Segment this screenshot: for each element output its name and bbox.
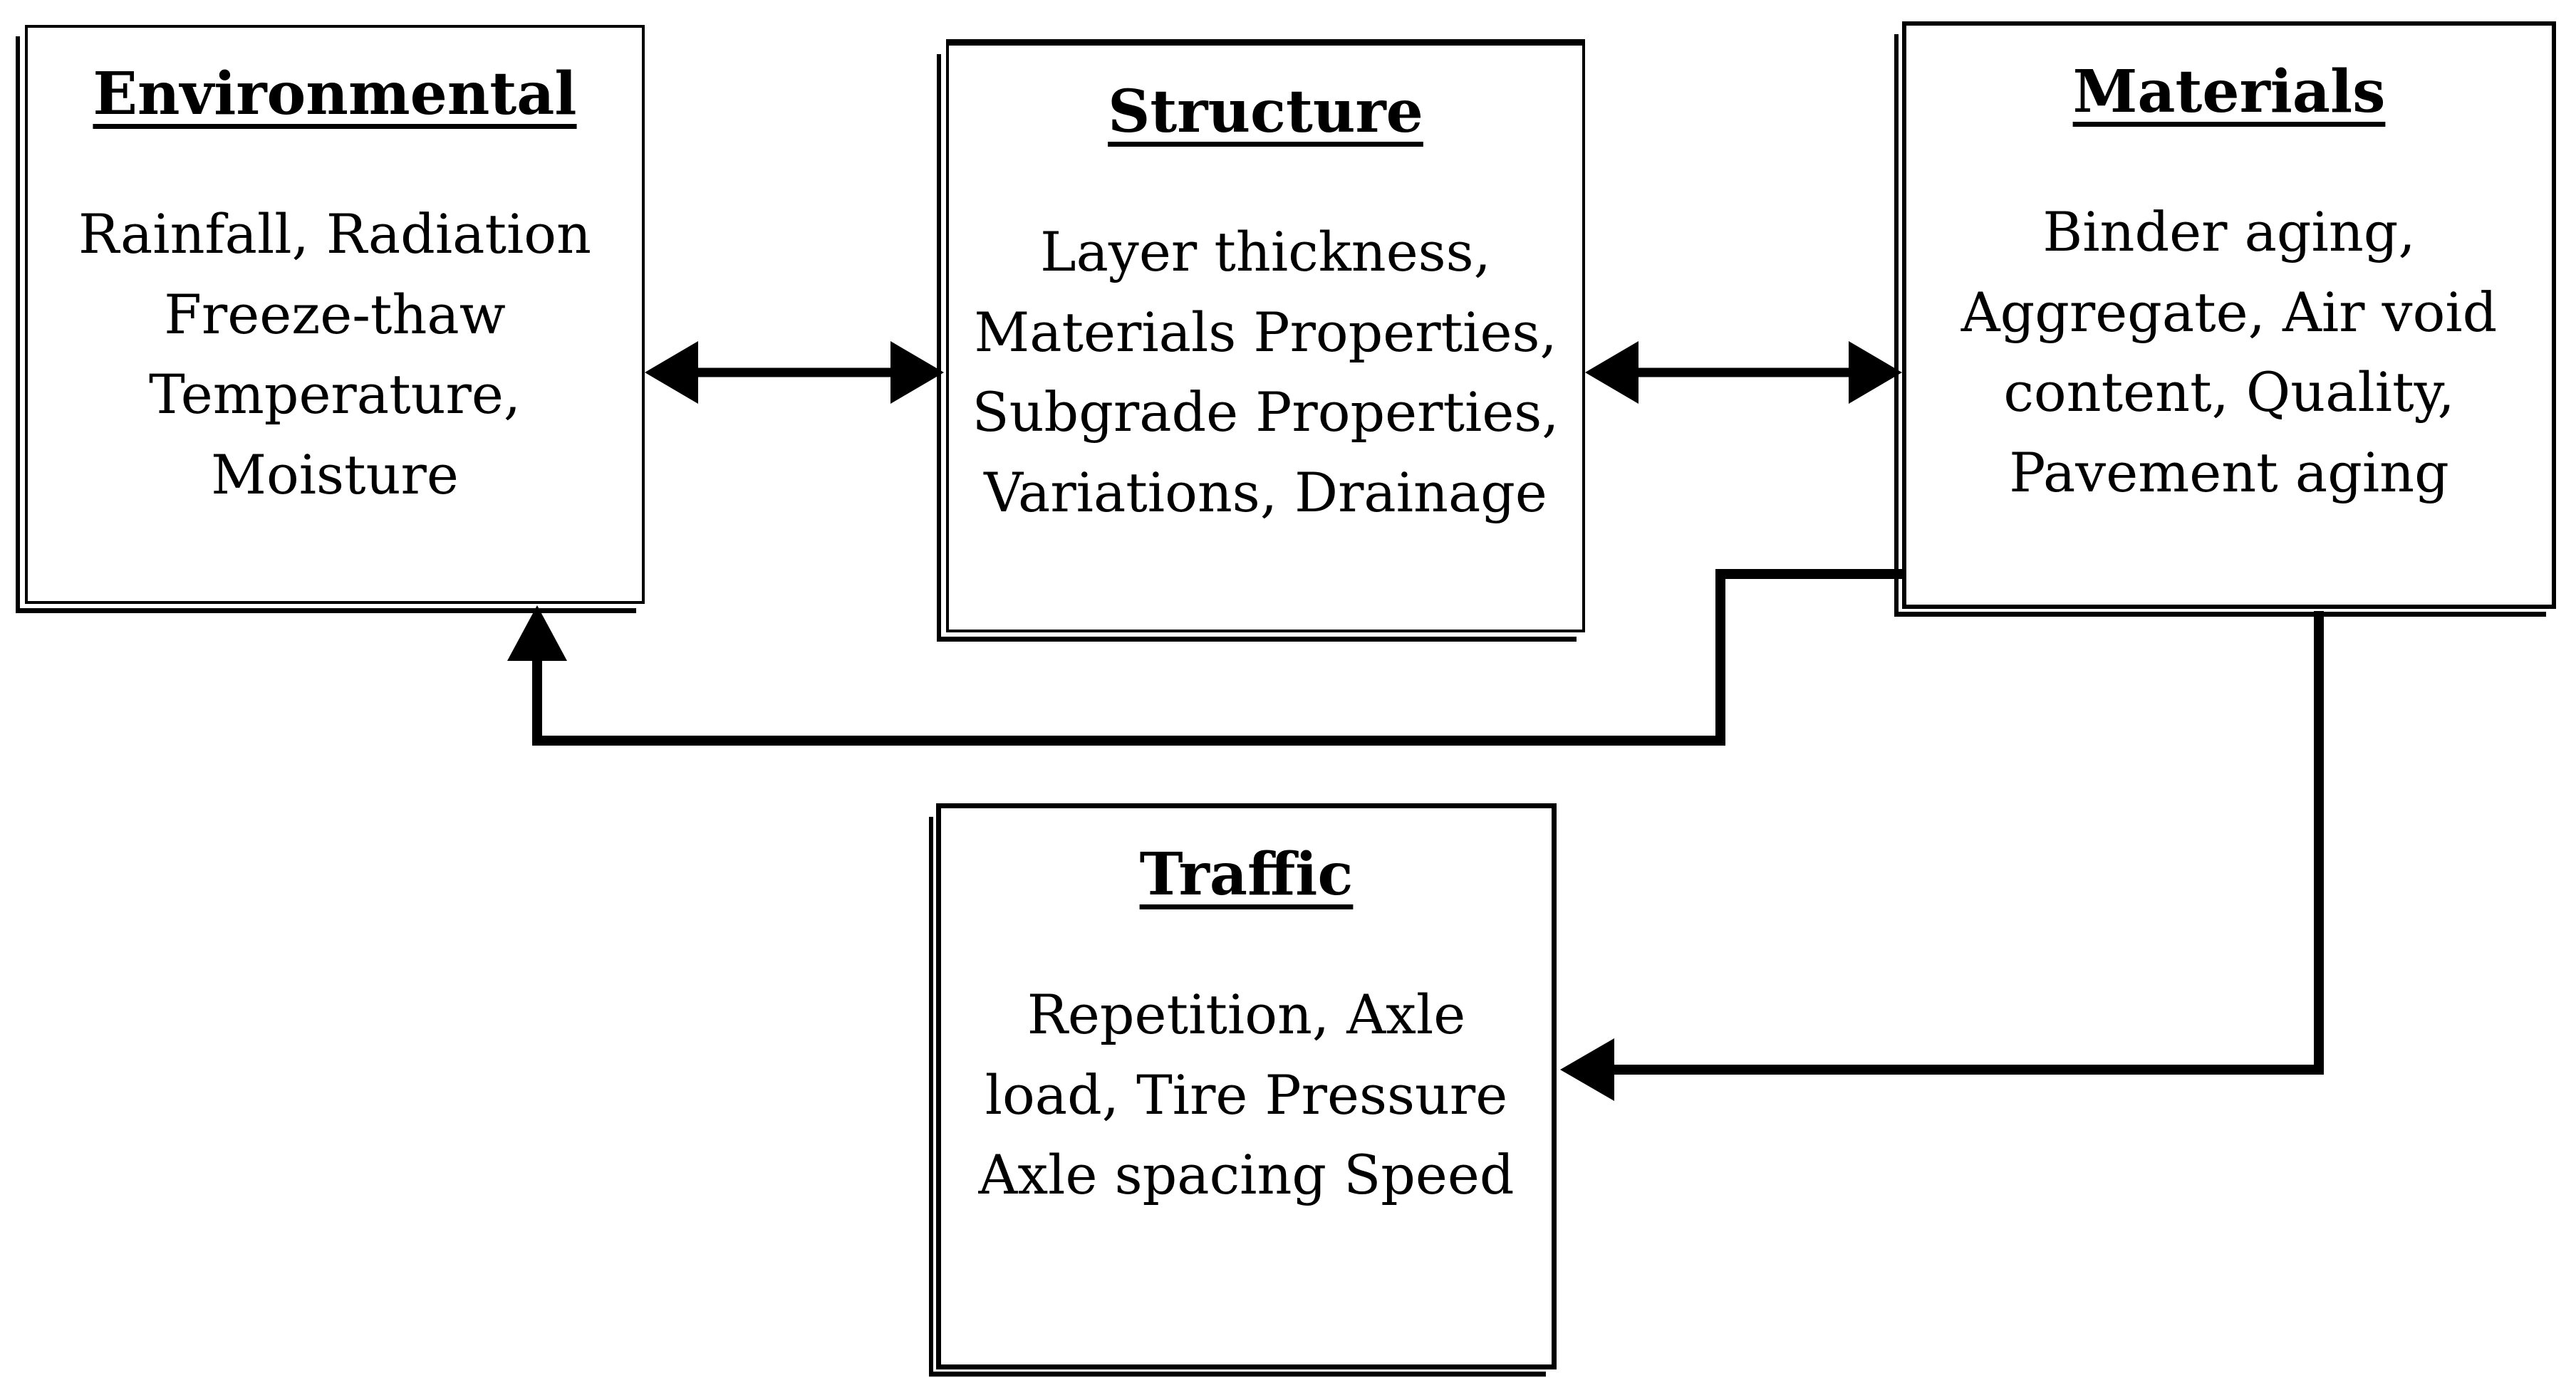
box-traffic-title: Traffic xyxy=(1139,840,1354,909)
box-structure: Structure Layer thickness, Materials Pro… xyxy=(937,39,1585,642)
box-traffic: Traffic Repetition, Axle load, Tire Pres… xyxy=(929,803,1557,1377)
arrow-materials-traffic xyxy=(1560,611,2324,1101)
box-traffic-body: Repetition, Axle load, Tire Pressure Axl… xyxy=(978,983,1515,1207)
box-structure-body: Layer thickness, Materials Properties, S… xyxy=(972,220,1559,524)
box-materials-body: Binder aging, Aggregate, Air void conten… xyxy=(1960,200,2498,504)
box-environmental: Environmental Rainfall, Radiation Freeze… xyxy=(16,25,645,613)
box-environmental-title: Environmental xyxy=(93,60,577,128)
arrow-environmental-structure xyxy=(645,341,944,404)
box-environmental-body: Rainfall, Radiation Freeze-thaw Temperat… xyxy=(78,202,591,506)
arrow-materials-environmental xyxy=(507,569,1904,746)
box-materials: Materials Binder aging, Aggregate, Air v… xyxy=(1894,21,2556,617)
box-structure-title: Structure xyxy=(1108,78,1423,146)
box-materials-title: Materials xyxy=(2072,58,2386,126)
arrow-structure-materials xyxy=(1585,341,1902,404)
